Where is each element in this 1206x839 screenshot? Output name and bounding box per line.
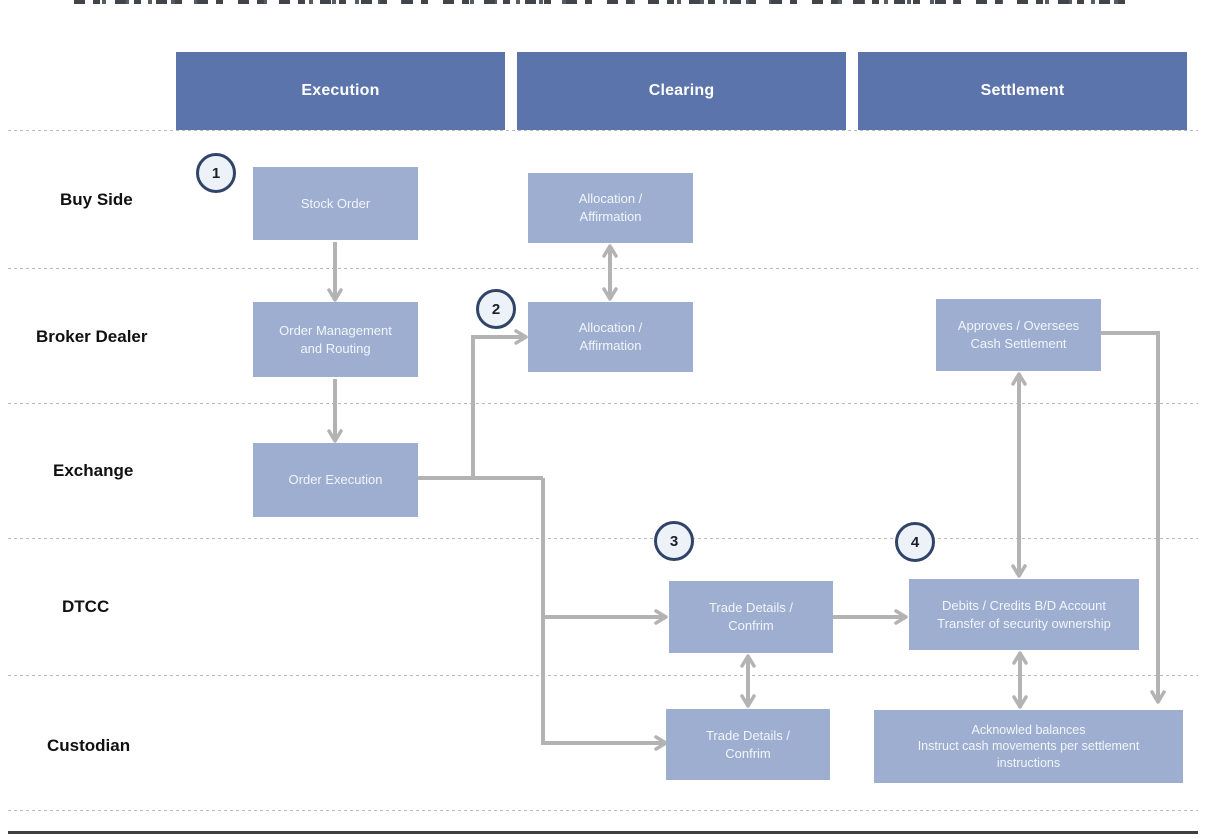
step-circle-4: 4 [895,522,935,562]
node-trade-details-dtcc: Trade Details / Confrim [669,581,833,653]
step-circle-1: 1 [196,153,236,193]
lane-label-exchange: Exchange [53,461,134,480]
node-debits-credits: Debits / Credits B/D Account Transfer of… [909,579,1139,650]
node-order-execution-label: Order Execution [288,472,383,488]
node-stock-order-label: Stock Order [300,195,371,211]
node-approves-oversees: Approves / Oversees Cash Settlement [936,299,1101,371]
lane-label-buy-side: Buy Side [60,190,133,209]
node-acknowledge-balances-label-1: Acknowled balances [971,723,1086,738]
node-acknowledge-balances-label-2: Instruct cash movements per settlement [917,739,1140,754]
cropped-title-fragments [74,0,1136,4]
node-order-management-label-2: and Routing [300,340,371,356]
lane-separator [8,130,1198,131]
lane-separator [8,538,1198,539]
lane-separator [8,403,1198,404]
node-trade-details-dtcc-label-2: Confrim [728,618,774,633]
node-order-execution: Order Execution [253,443,418,517]
node-debits-credits-label-2: Transfer of security ownership [937,615,1111,631]
phase-header-execution: Execution [176,52,505,130]
node-allocation-broker: Allocation / Affirmation [528,302,693,372]
node-allocation-broker-label-1: Allocation / [578,320,643,336]
connector-execution-to-allocation [471,329,528,478]
node-approves-oversees-label-1: Approves / Oversees [957,318,1080,334]
node-order-management: Order Management and Routing [253,302,418,377]
lane-label-dtcc: DTCC [62,597,110,616]
node-acknowledge-balances: Acknowled balances Instruct cash movemen… [874,710,1183,783]
phase-header-clearing: Clearing [517,52,846,130]
node-trade-details-custodian-label-1: Trade Details / [705,727,791,743]
node-acknowledge-balances-label-3: instructions [996,755,1061,770]
node-allocation-buy-side-label-2: Affirmation [579,209,642,224]
node-trade-details-custodian-label-2: Confrim [725,745,771,761]
lane-separator [8,810,1198,811]
node-allocation-buy-side-label-1: Allocation / [578,191,643,207]
node-approves-oversees-label-2: Cash Settlement [970,336,1067,351]
node-allocation-buy-side: Allocation / Affirmation [528,173,693,243]
bottom-rule [8,831,1198,834]
lane-separator [8,675,1198,676]
node-stock-order: Stock Order [253,167,418,240]
node-debits-credits-label-1: Debits / Credits B/D Account [941,597,1106,613]
node-order-management-label-1: Order Management [279,322,392,338]
lane-label-custodian: Custodian [47,736,131,755]
node-allocation-broker-label-2: Affirmation [579,338,642,353]
lane-separator [8,268,1198,269]
lane-label-broker-dealer: Broker Dealer [36,327,148,346]
phase-header-settlement: Settlement [858,52,1187,130]
step-circle-3: 3 [654,521,694,561]
node-trade-details-dtcc-label-1: Trade Details / [708,600,794,616]
node-trade-details-custodian: Trade Details / Confrim [666,709,830,780]
connector-execution-to-custodian-tradedetails [541,478,668,751]
step-circle-2: 2 [476,289,516,329]
